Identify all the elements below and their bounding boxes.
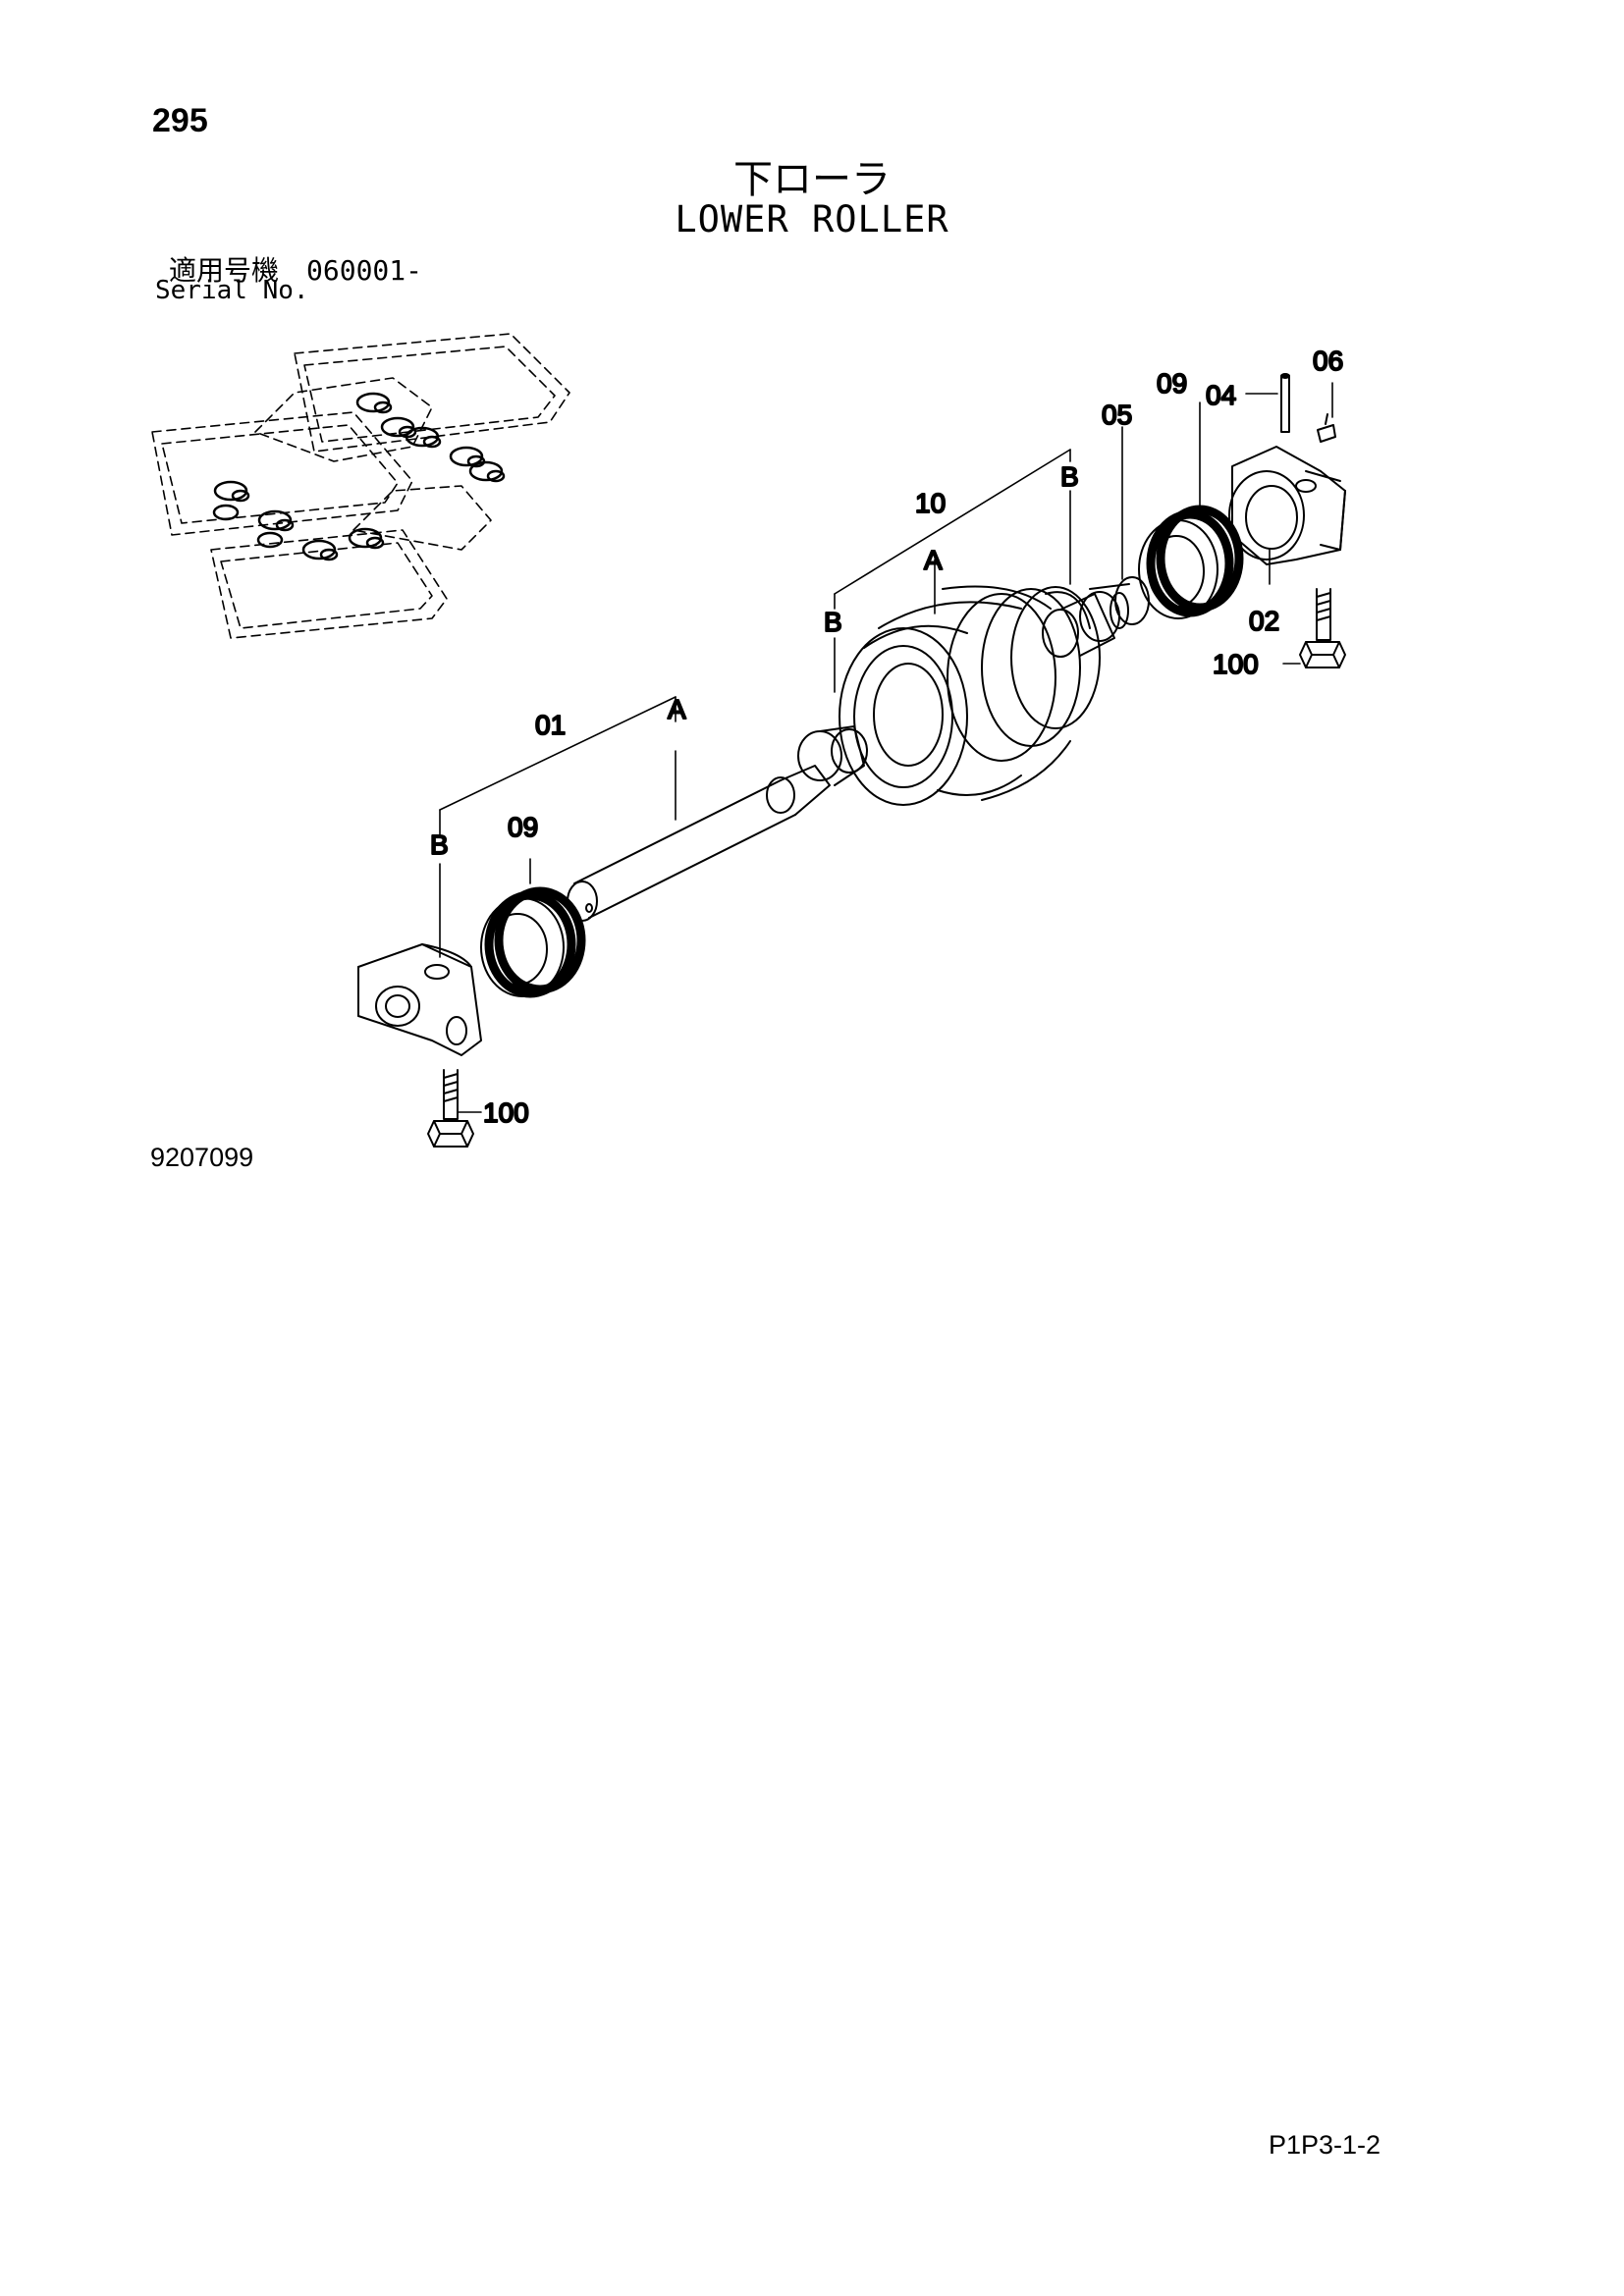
callout-06: 06	[1313, 346, 1343, 376]
callout-b-left-bracket: B	[430, 829, 449, 860]
page-title-japanese: 下ローラ	[733, 157, 891, 202]
page-title-english: LOWER ROLLER	[675, 198, 949, 240]
callout-10: 10	[915, 488, 946, 518]
roller-bracket-left	[357, 943, 482, 1056]
serial-applicability-japanese: 適用号機 060001-	[169, 254, 423, 287]
serial-number-label: Serial No.	[155, 276, 309, 305]
callout-05: 05	[1102, 400, 1132, 430]
plug	[1317, 413, 1336, 443]
callout-09-right: 09	[1157, 368, 1187, 399]
callout-100-right: 100	[1213, 649, 1259, 679]
leader-lines	[439, 382, 1333, 1113]
roller-bracket-right	[1228, 446, 1346, 565]
floating-seal-right	[1138, 505, 1244, 619]
drawing-number: 9207099	[150, 1143, 254, 1172]
callout-02: 02	[1249, 606, 1279, 636]
undercarriage-locator-icon	[151, 333, 570, 639]
callout-01: 01	[535, 710, 566, 740]
track-roller-highlights	[212, 392, 506, 561]
o-ring	[1114, 576, 1150, 625]
callout-100-left: 100	[483, 1097, 529, 1128]
callout-b-roller-right: B	[1060, 461, 1079, 492]
bolt-left	[427, 1069, 474, 1148]
callout-a-roller: A	[924, 545, 943, 575]
page-reference: P1P3-1-2	[1269, 2130, 1381, 2160]
roller-shaft	[567, 765, 831, 922]
callout-a-shaft: A	[668, 694, 686, 724]
callout-04: 04	[1206, 380, 1236, 410]
page-number: 295	[152, 102, 208, 139]
callout-b-roller-left: B	[824, 607, 842, 637]
lower-roller-body	[839, 585, 1101, 806]
floating-seal-left	[480, 886, 586, 998]
spring-pin	[1280, 373, 1290, 433]
callout-09-left: 09	[508, 812, 538, 842]
bolt-right	[1299, 588, 1346, 668]
roller-bushing-right	[1042, 583, 1130, 658]
